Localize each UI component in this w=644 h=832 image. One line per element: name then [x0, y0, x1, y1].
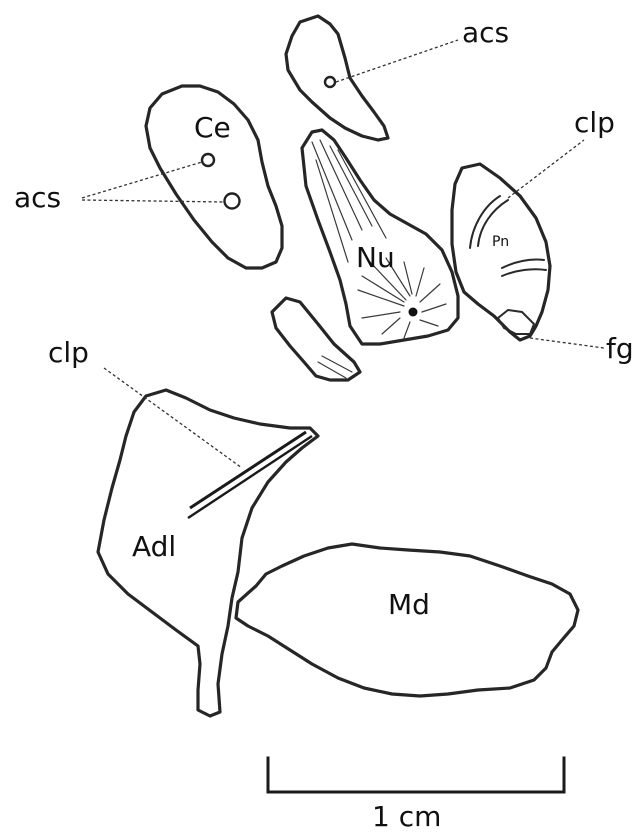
- acs-pore-1: [202, 154, 214, 166]
- fg-foramen: [498, 310, 534, 334]
- label-pn: Pn: [492, 234, 509, 250]
- fragment-pn: [452, 164, 550, 340]
- label-clp-right: clp: [574, 106, 615, 139]
- acs-pore-top: [325, 77, 335, 87]
- fragment-nu: [302, 130, 458, 344]
- leader-clp-left: [104, 368, 242, 468]
- label-ce: Ce: [194, 111, 231, 144]
- acs-pore-2: [225, 194, 240, 209]
- label-md: Md: [388, 588, 430, 621]
- label-adl: Adl: [132, 530, 176, 563]
- label-acs-left: acs: [14, 181, 61, 214]
- label-nu: Nu: [356, 241, 395, 274]
- nu-striations: [312, 140, 446, 338]
- label-acs-top: acs: [462, 16, 509, 49]
- leader-acs-left-2: [82, 200, 225, 202]
- fragment-top: [286, 16, 388, 140]
- small-rect-striation-2: [318, 362, 346, 378]
- leader-acs-top: [336, 40, 458, 82]
- nu-center-dot: [409, 308, 418, 317]
- leader-clp-right: [508, 140, 584, 198]
- small-rect-striation-1: [322, 356, 352, 372]
- leader-acs-left-1: [82, 162, 202, 198]
- scale-bar: [268, 758, 564, 792]
- scale-bar-label: 1 cm: [372, 800, 441, 832]
- fragment-adl: [98, 390, 318, 716]
- label-clp-left: clp: [48, 336, 89, 369]
- leader-fg: [530, 338, 604, 348]
- label-fg: fg: [606, 332, 634, 365]
- adl-clp-line-2: [188, 436, 312, 518]
